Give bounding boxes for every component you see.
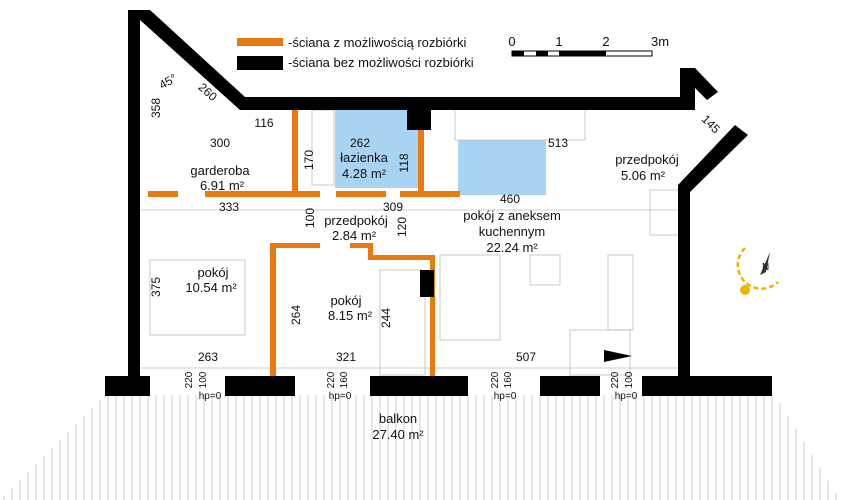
opening-sill: hp=0 xyxy=(494,391,517,402)
room-name: garderoba xyxy=(190,163,250,178)
dimension: 507 xyxy=(516,350,536,364)
opening-sill: hp=0 xyxy=(199,391,222,402)
dimension: 513 xyxy=(548,136,568,150)
dimension: 118 xyxy=(397,153,411,172)
room-name: łazienka xyxy=(340,150,388,165)
legend-label-non-demolishable: -ściana bez możliwości rozbiórki xyxy=(288,55,474,70)
room-area: 6.91 m² xyxy=(200,178,245,193)
dimension: 333 xyxy=(219,200,239,214)
dimension: 300 xyxy=(210,136,230,150)
bathroom-fill xyxy=(335,108,420,188)
legend-label-demolishable: -ściana z możliwością rozbiórki xyxy=(288,35,467,50)
dimension: 170 xyxy=(302,150,316,170)
dimension: 116 xyxy=(254,116,273,130)
room-name: pokój z aneksem xyxy=(463,208,561,223)
opening-height: 220 xyxy=(610,371,621,388)
scale-bar: 0 1 2 3m xyxy=(508,34,669,57)
room-area: 10.54 m² xyxy=(185,280,237,295)
room-name-2: kuchennym xyxy=(479,224,545,239)
dimension: 244 xyxy=(379,308,393,328)
room-name: pokój xyxy=(197,265,228,280)
room-area: 4.28 m² xyxy=(342,166,387,181)
room-name: pokój xyxy=(330,293,361,308)
dimension: 120 xyxy=(395,217,409,237)
opening-4: 220 100 hp=0 xyxy=(610,371,638,402)
opening-sill: hp=0 xyxy=(329,391,352,402)
room-area: 2.84 m² xyxy=(332,228,377,243)
stairs-arrow-icon xyxy=(604,350,632,362)
opening-height: 220 xyxy=(490,371,501,388)
balcony-area xyxy=(0,395,840,500)
demolishable-walls xyxy=(148,108,460,378)
dimension: 321 xyxy=(336,350,356,364)
dimension: 262 xyxy=(350,136,370,150)
opening-width: 100 xyxy=(624,371,635,388)
dimension: 100 xyxy=(303,208,317,228)
kitchen-fill xyxy=(458,140,546,195)
scale-tick: 2 xyxy=(602,34,609,49)
opening-height: 220 xyxy=(184,371,195,388)
scale-tick: 3m xyxy=(651,34,669,49)
dimension: 309 xyxy=(383,200,403,214)
opening-width: 160 xyxy=(503,371,514,388)
opening-width: 160 xyxy=(339,371,350,388)
opening-2: 220 160 hp=0 xyxy=(326,371,352,402)
opening-1: 220 100 hp=0 xyxy=(184,371,222,402)
dimension: 358 xyxy=(149,98,163,118)
legend-swatch-demolishable xyxy=(237,38,283,46)
scale-tick: 1 xyxy=(555,34,562,49)
opening-3: 220 160 hp=0 xyxy=(490,371,517,402)
dimension: 145 xyxy=(699,112,723,136)
structural-walls xyxy=(105,10,772,396)
dimension: 264 xyxy=(289,305,303,325)
north-label: N xyxy=(762,262,769,273)
dimension: 263 xyxy=(198,350,218,364)
scale-tick: 0 xyxy=(508,34,515,49)
room-area: 22.24 m² xyxy=(486,240,538,255)
room-area: 27.40 m² xyxy=(372,427,424,442)
dimension: 460 xyxy=(500,192,520,206)
room-area: 8.15 m² xyxy=(328,308,373,323)
dimension: 45° xyxy=(157,71,180,92)
compass-icon: N xyxy=(736,247,779,295)
room-name: balkon xyxy=(379,411,417,426)
dimension: 375 xyxy=(149,277,163,297)
room-name: przedpokój xyxy=(324,213,388,228)
legend-swatch-non-demolishable xyxy=(237,56,283,70)
opening-sill: hp=0 xyxy=(615,391,638,402)
room-area: 5.06 m² xyxy=(621,168,666,183)
opening-width: 100 xyxy=(198,371,209,388)
room-name: przedpokój xyxy=(615,152,679,167)
opening-height: 220 xyxy=(326,371,337,388)
